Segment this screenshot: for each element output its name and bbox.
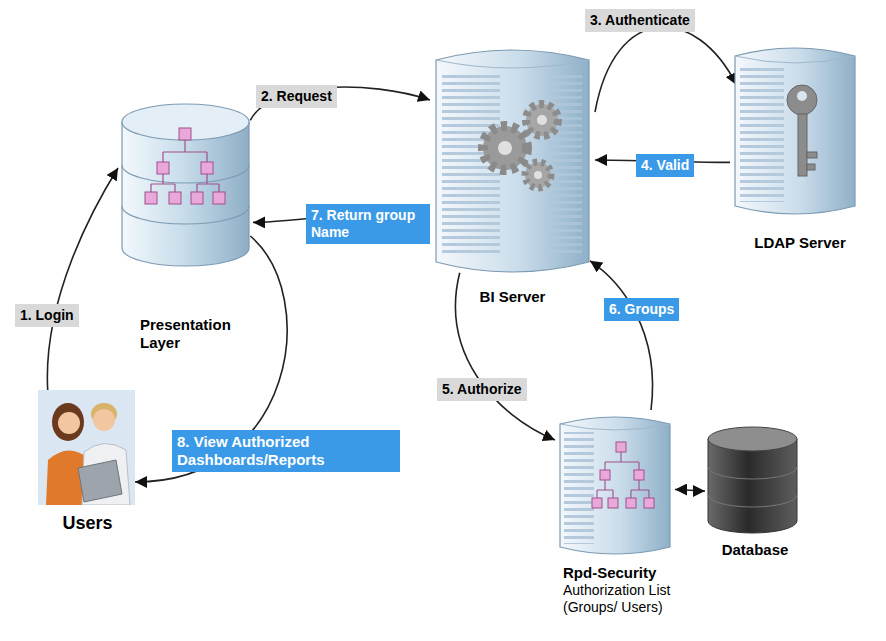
label-area: Presentation Layer [140,316,258,352]
label-area: Users [35,513,140,535]
connector-arrow [595,27,737,112]
connector-arrow [47,168,118,390]
server-icon [555,410,675,560]
node-label: Presentation Layer [140,316,258,352]
key-symbol [787,85,817,176]
node-label: Rpd-Security [563,564,713,582]
step-label: 7. Return group Name [306,204,430,244]
node-label: LDAP Server [725,234,875,252]
server-icon [430,40,595,280]
database-icon [705,425,800,535]
node-note: Authorization List (Groups/ Users) [563,582,713,616]
cylinder-icon [118,100,253,270]
node-label: Users [35,513,140,535]
label-area: Database [700,541,810,559]
presentation-node: Presentation Layer [110,100,270,352]
node-label: BI Server [425,288,600,306]
step-label: 1. Login [15,304,79,327]
server-icon [730,40,860,220]
users-picture [38,390,135,505]
step-label: 4. Valid [636,154,694,177]
step-label: 6. Groups [604,298,679,321]
database-node: Database [700,425,810,559]
server-node: BI Server [425,40,600,306]
label-area: Rpd-SecurityAuthorization List (Groups/ … [563,564,713,616]
server-node: LDAP Server [725,40,875,252]
node-label: Database [700,541,810,559]
users-node: Users [35,390,140,535]
step-label: 8. View Authorized Dashboards/Reports [172,430,400,472]
connector-arrow [675,490,705,492]
connector-arrow [590,261,653,410]
step-label: 2. Request [256,85,337,108]
step-label: 3. Authenticate [585,9,695,32]
step-label: 5. Authorize [437,378,527,401]
gear-symbol [483,104,558,188]
label-area: LDAP Server [725,234,875,252]
label-area: BI Server [425,288,600,306]
